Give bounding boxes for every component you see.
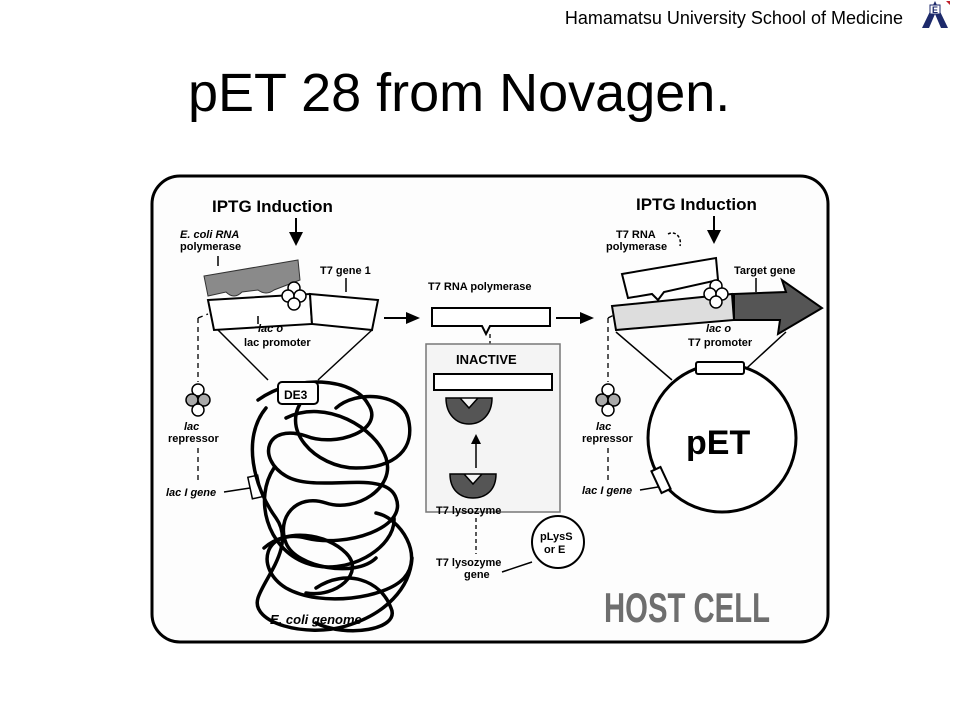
iptg-arrowhead-right-icon: [707, 230, 721, 244]
t7-promoter-label: T7 promoter: [688, 337, 753, 349]
target-gene-label: Target gene: [734, 265, 796, 277]
pet-expression-diagram: IPTG Induction E. coli RNA polymerase T7…: [146, 168, 836, 648]
institution-name: Hamamatsu University School of Medicine: [564, 8, 903, 28]
iptg-induction-left-label: IPTG Induction: [212, 197, 333, 216]
pet-label: pET: [686, 424, 750, 462]
lac-repressor-right-label-1: lac: [596, 421, 611, 433]
t7-gene1-segment: [308, 292, 380, 332]
t7-rna-right-label-2: polymerase: [606, 241, 667, 253]
t7-lysozyme-gene-label-2: gene: [464, 569, 490, 581]
plyss-label-2: or E: [544, 544, 565, 556]
ecoli-genome-label: E. coli genome: [270, 612, 362, 627]
t7-lysozyme-shape: [449, 473, 497, 499]
arrow-right-2-icon: [580, 312, 594, 324]
target-gene-arrow-icon: [733, 277, 824, 336]
lac-repressor-left-label-2: repressor: [168, 433, 219, 445]
lac-repressor-free-left-icon: [185, 383, 211, 417]
lac-o-left-label: lac o: [258, 323, 283, 335]
laci-gene-right-label: lac I gene: [582, 485, 632, 497]
plyss-plasmid: [531, 515, 585, 569]
iptg-induction-right-label: IPTG Induction: [636, 195, 757, 214]
ecoli-rna-polymerase-shape: [203, 259, 301, 297]
t7-rna-polymerase-label: T7 RNA polymerase: [428, 281, 532, 293]
ecoli-rna-polymerase-label-2: polymerase: [180, 241, 241, 253]
laci-gene-left-label: lac I gene: [166, 487, 216, 499]
svg-text:E: E: [932, 5, 938, 15]
arrow-up-icon: [471, 434, 481, 444]
t7-rna-polymerase-shape: [431, 307, 551, 337]
lac-o-right-label: lac o: [706, 323, 731, 335]
de3-label: DE3: [284, 388, 308, 402]
inactive-label: INACTIVE: [456, 352, 517, 367]
lac-promoter-label: lac promoter: [244, 337, 311, 349]
t7-rna-polymerase-bound-shape: [620, 256, 720, 302]
lac-repressor-bound-left-icon: [281, 281, 307, 311]
t7-rna-right-label-1: T7 RNA: [616, 229, 656, 241]
lysozyme-bound-icon: [445, 397, 493, 425]
lac-repressor-left-label-1: lac: [184, 421, 199, 433]
university-logo-icon: E: [922, 1, 950, 28]
lac-repressor-bound-right-icon: [703, 279, 729, 309]
lac-repressor-right-label-2: repressor: [582, 433, 633, 445]
lac-repressor-free-right-icon: [595, 383, 621, 417]
host-cell-label: HOST CELL: [604, 584, 770, 631]
arrow-right-icon: [406, 312, 420, 324]
t7-lysozyme-label: T7 lysozyme: [436, 505, 501, 517]
slide-title: pET 28 from Novagen.: [188, 63, 731, 123]
ecoli-genome-chromosome: [250, 380, 414, 633]
iptg-arrowhead-left-icon: [289, 232, 303, 246]
diagram-svg: IPTG Induction E. coli RNA polymerase T7…: [150, 174, 830, 644]
ecoli-rna-polymerase-label-1: E. coli RNA: [180, 229, 239, 241]
t7-lysozyme-gene-label-1: T7 lysozyme: [436, 557, 501, 569]
t7-gene1-label: T7 gene 1: [320, 265, 371, 277]
plyss-label-1: pLysS: [540, 531, 573, 543]
